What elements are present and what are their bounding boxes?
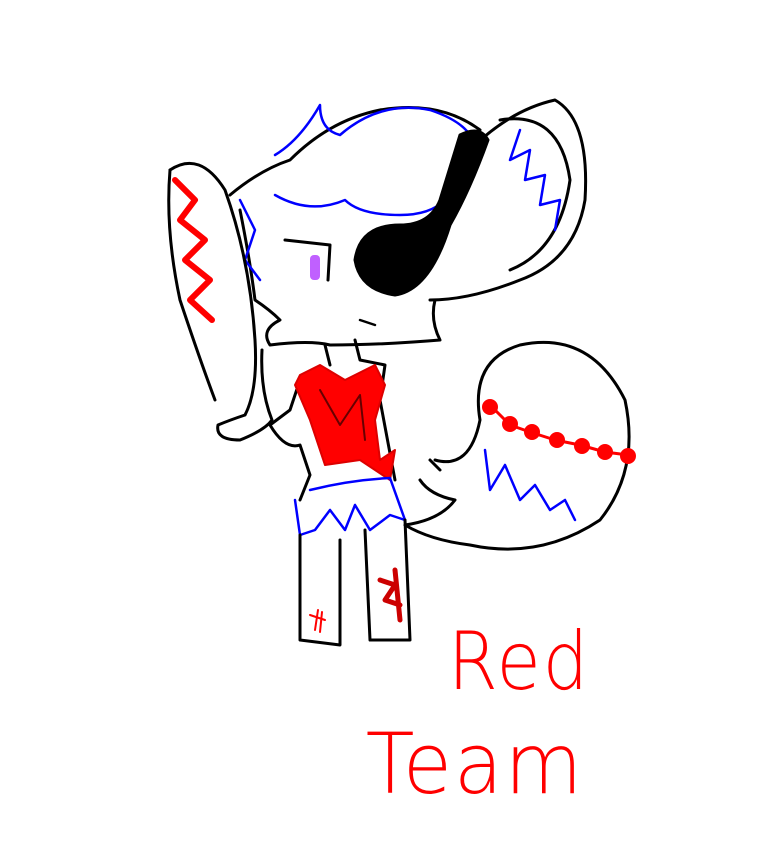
head <box>228 103 482 347</box>
right-ear <box>428 98 588 302</box>
caption-red: Red <box>447 615 591 708</box>
bat <box>167 161 274 442</box>
body <box>268 338 442 647</box>
eye <box>283 238 377 327</box>
tail <box>403 340 636 551</box>
caption-team: Team <box>365 715 585 813</box>
eye-patch <box>353 129 490 297</box>
